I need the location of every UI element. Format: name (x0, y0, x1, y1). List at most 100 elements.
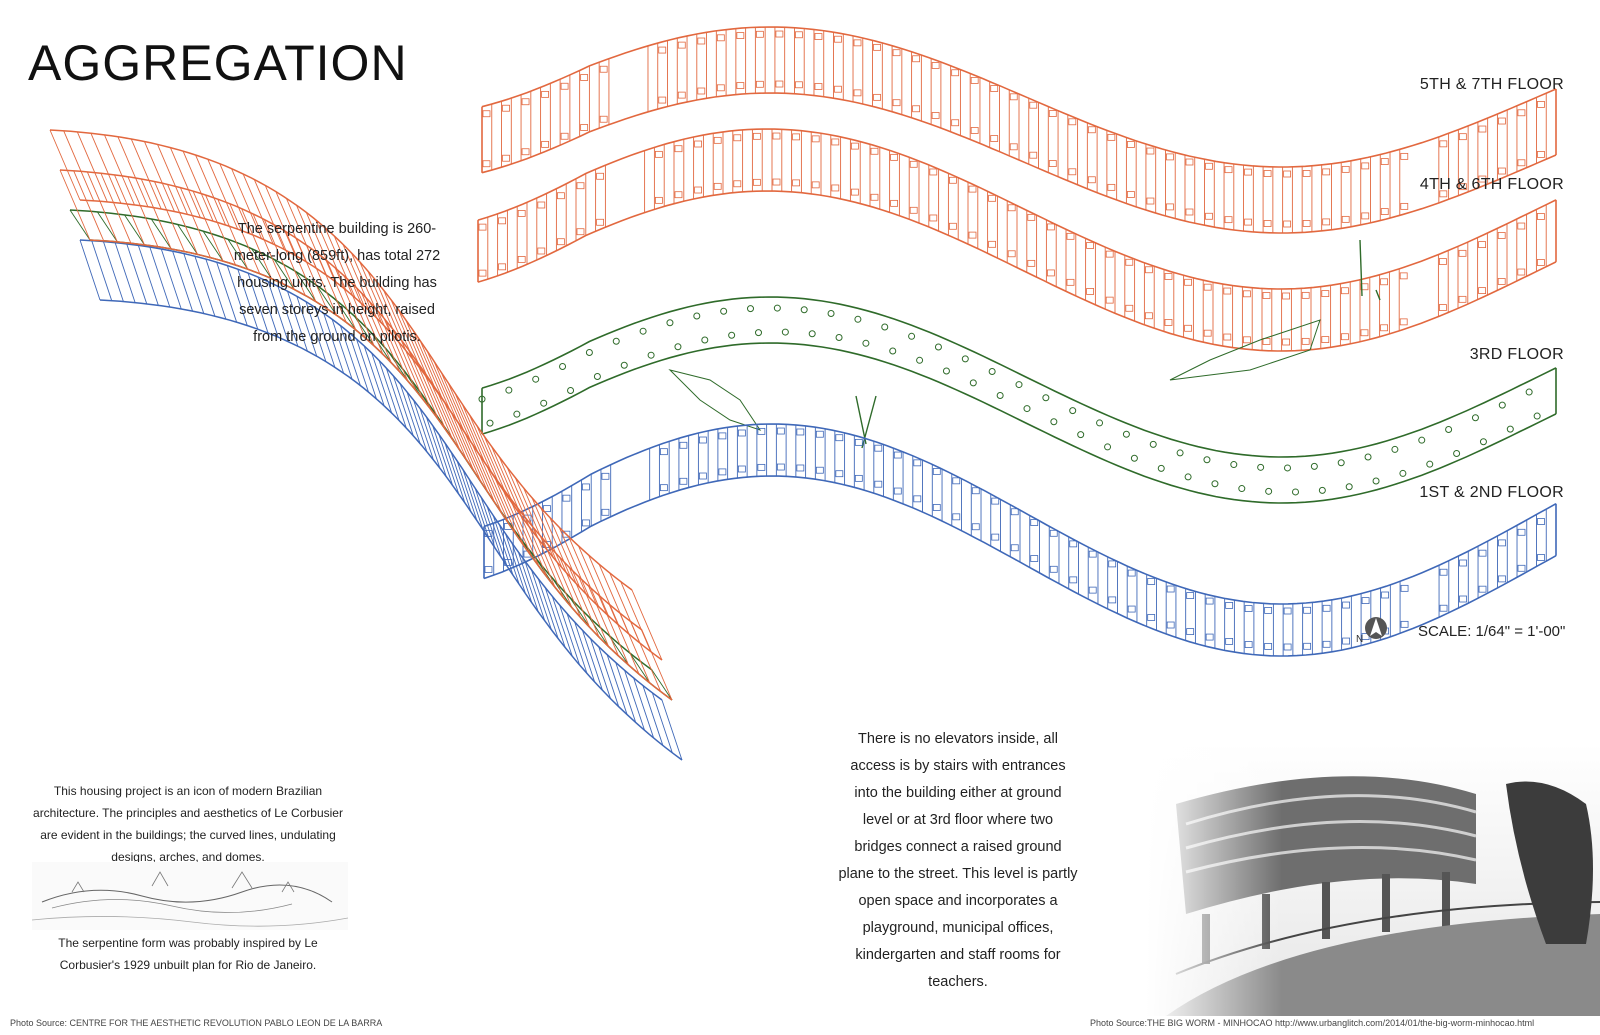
axo-unit (508, 496, 540, 567)
column (969, 379, 977, 387)
unit-detail (1223, 333, 1232, 341)
unit-detail (1478, 175, 1487, 183)
unit-detail (517, 256, 526, 263)
unit-detail (870, 147, 879, 155)
unit-detail (1283, 170, 1292, 178)
axo-unit (450, 451, 472, 512)
column (720, 307, 728, 315)
axo-unit (305, 301, 327, 362)
column (808, 330, 816, 338)
unit-detail (1164, 273, 1173, 280)
unit-detail (1399, 272, 1408, 280)
unit-detail (1342, 637, 1350, 645)
unit-detail (854, 474, 863, 482)
unit-detail (674, 191, 683, 199)
unit-detail (753, 178, 761, 186)
unit-detail (1166, 585, 1175, 593)
unit-detail (834, 85, 842, 93)
axo-unit (242, 173, 274, 245)
column (1104, 443, 1112, 451)
unit-detail (988, 240, 996, 248)
axo-unit (444, 442, 466, 504)
column (800, 306, 808, 314)
axo-unit (531, 569, 552, 630)
unit-detail (1010, 544, 1019, 552)
axo-unit (361, 292, 392, 364)
column (1310, 462, 1318, 470)
axo-unit (314, 307, 336, 368)
unit-detail (912, 105, 920, 113)
unit-detail (1283, 643, 1292, 651)
axo-unit (351, 252, 382, 324)
unit-detail (991, 497, 1000, 505)
column (1445, 426, 1453, 434)
axo-unit (130, 138, 162, 210)
unit-detail (677, 41, 686, 49)
unit-detail (736, 32, 745, 39)
unit-detail (1321, 336, 1330, 344)
column (747, 305, 754, 313)
unit-detail (757, 463, 766, 471)
unit-detail (1007, 250, 1016, 258)
unit-detail (557, 238, 565, 246)
column (827, 310, 835, 318)
column (862, 339, 870, 347)
axo-unit (227, 238, 249, 270)
axo-unit (241, 208, 272, 279)
unit-detail (1164, 319, 1173, 326)
unit-detail (562, 530, 571, 538)
unit-detail (502, 104, 510, 112)
unit-detail (1458, 183, 1467, 191)
axo-unit (651, 669, 673, 701)
unit-detail (1030, 555, 1039, 562)
axo-unit (257, 277, 279, 338)
unit-detail (1537, 518, 1545, 525)
unit-detail (1282, 292, 1290, 300)
unit-detail (694, 186, 702, 194)
unit-detail (1458, 295, 1467, 303)
unit-detail (1264, 607, 1273, 614)
unit-detail (537, 201, 546, 209)
column (1498, 401, 1506, 409)
axo-unit (436, 390, 468, 461)
column (889, 347, 897, 355)
axo-unit (511, 542, 533, 603)
axo-unit (144, 141, 175, 212)
unit-detail (795, 81, 803, 89)
axo-unit (296, 296, 318, 357)
unit-detail (1069, 576, 1078, 584)
unit-detail (541, 140, 549, 148)
unit-detail (1380, 278, 1388, 286)
axo-unit (86, 171, 118, 243)
unit-detail (1439, 258, 1447, 265)
unit-detail (814, 33, 823, 40)
axo-unit (524, 560, 546, 621)
axo-unit (177, 224, 198, 255)
unit-detail (1088, 586, 1097, 594)
unit-detail (951, 119, 960, 127)
unit-detail (1087, 126, 1096, 134)
unit-detail (1105, 250, 1114, 258)
unit-detail (931, 112, 940, 119)
axo-unit (285, 198, 317, 269)
axo-unit (474, 487, 496, 549)
unit-detail (1263, 170, 1272, 177)
unit-detail (1341, 165, 1350, 173)
axo-unit (558, 527, 590, 598)
unit-detail (772, 132, 781, 140)
axo-unit (348, 332, 369, 393)
axo-unit (661, 699, 683, 761)
axo-unit (608, 603, 640, 675)
unit-detail (699, 472, 707, 480)
column (647, 351, 655, 359)
axo-unit (399, 383, 421, 444)
column (1364, 453, 1372, 461)
unit-detail (1262, 338, 1271, 345)
unit-detail (1381, 591, 1389, 599)
column (1184, 473, 1192, 481)
axo-unit (486, 464, 517, 536)
axo-unit (237, 269, 259, 330)
floor-plan-1 (477, 128, 1557, 352)
axo-unit (578, 576, 610, 647)
unit-detail (1341, 333, 1349, 341)
